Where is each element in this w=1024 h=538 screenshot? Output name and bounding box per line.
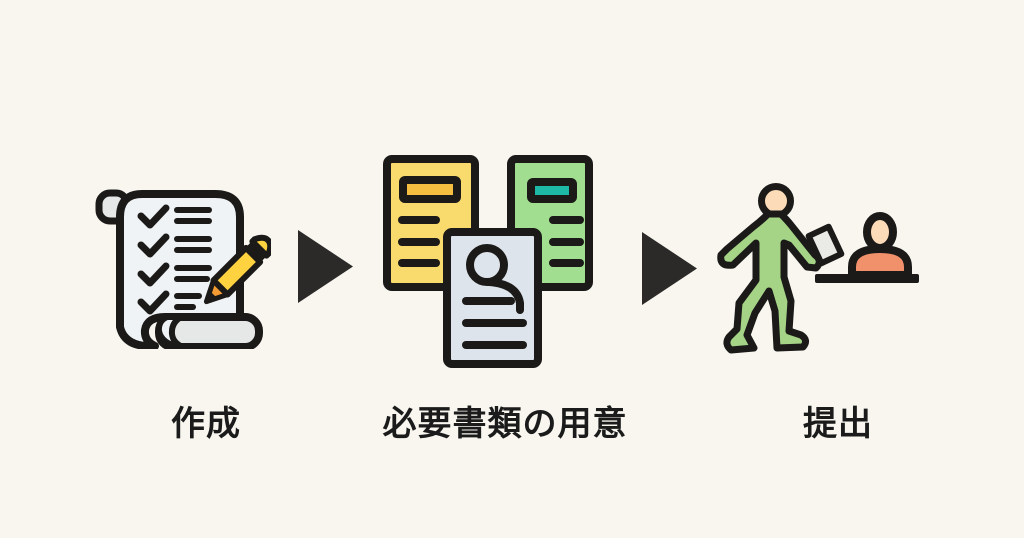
resume-document bbox=[443, 228, 542, 368]
arrow-right-icon bbox=[298, 230, 353, 303]
desk-counter bbox=[815, 274, 919, 283]
person-submitting-documents-icon bbox=[717, 183, 919, 354]
arrow-right-icon bbox=[642, 232, 697, 305]
pencil-icon bbox=[203, 234, 271, 305]
walking-person-body bbox=[717, 210, 823, 354]
checkmarks bbox=[137, 204, 170, 315]
checklist-lines bbox=[174, 207, 212, 310]
step-label-prepare-documents: 必要書類の用意 bbox=[382, 405, 628, 443]
scroll-roll-curl bbox=[155, 314, 186, 349]
step-label-submit: 提出 bbox=[803, 405, 873, 443]
checklist-scroll-icon bbox=[95, 189, 271, 349]
step-label-create: 作成 bbox=[171, 405, 241, 443]
documents-stack-icon bbox=[383, 155, 593, 368]
clerk-head bbox=[863, 212, 897, 252]
clerk-body bbox=[848, 245, 912, 279]
